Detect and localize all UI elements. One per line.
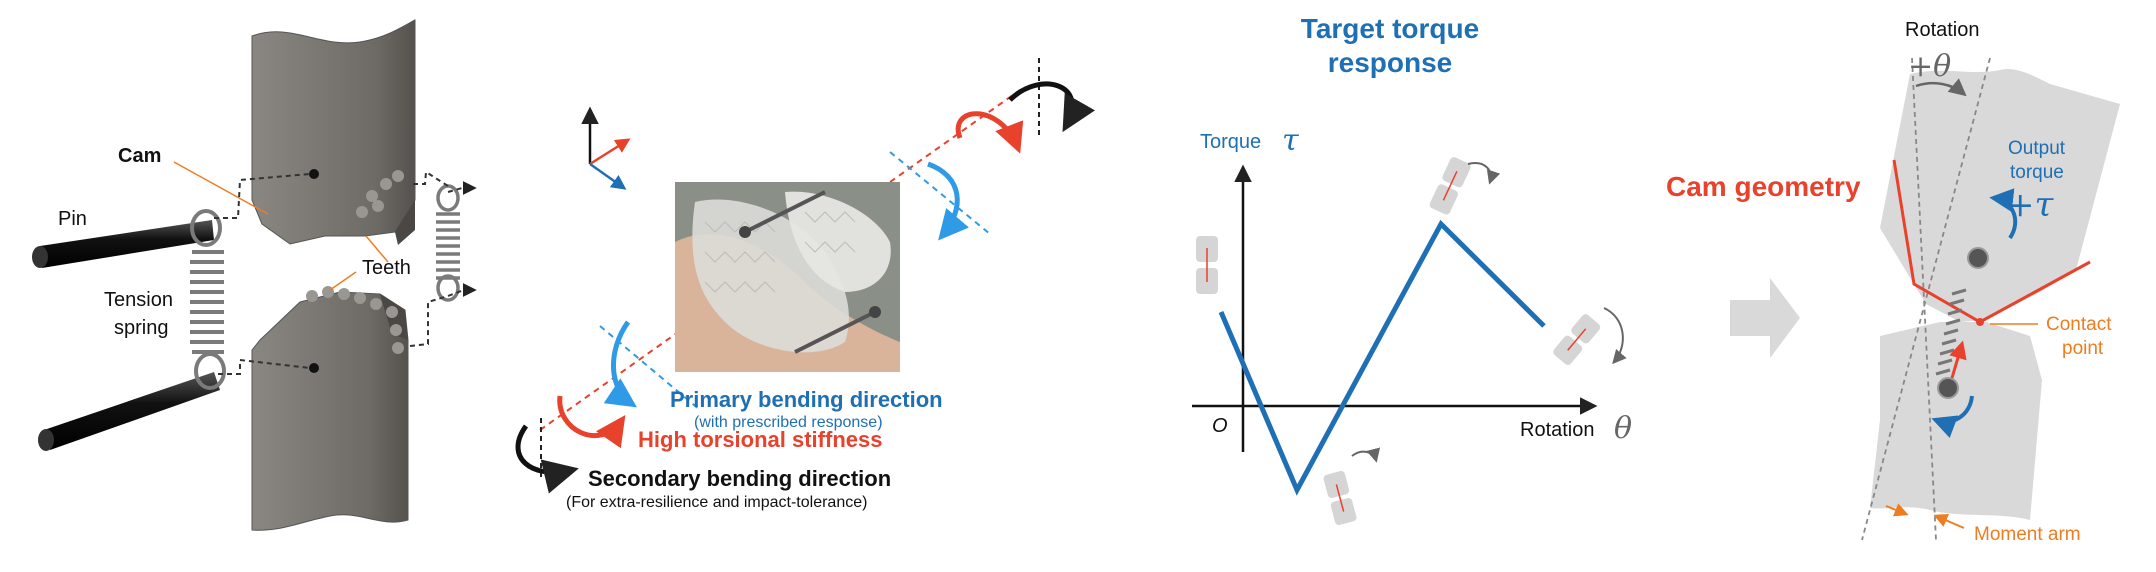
- cam-icon-right: [1553, 314, 1601, 365]
- spring-icon: [1935, 288, 1967, 376]
- primary-bending-sub: (with prescribed response): [694, 414, 883, 431]
- big-arrow-icon: [1730, 278, 1800, 358]
- joint-photo: [675, 182, 900, 372]
- tension-spring-left: [190, 209, 226, 390]
- upper-cam: [251, 19, 416, 245]
- secondary-bending-title: Secondary bending direction: [588, 466, 891, 491]
- upper-pivot: [1967, 247, 1989, 269]
- cam-icon-peak: [1429, 157, 1471, 215]
- label-tension-line2: spring: [114, 317, 168, 339]
- cam-profile-line: [1892, 159, 2091, 324]
- panel-c-torque-chart: Target torque response Torque τ Rotation…: [1192, 13, 1632, 526]
- output-torque-line2: torque: [2010, 162, 2064, 183]
- label-tension-line1: Tension: [104, 289, 173, 311]
- tension-spring-right: [436, 184, 460, 302]
- x-axis-label: Rotation: [1520, 419, 1595, 441]
- upper-pin: [32, 220, 214, 268]
- secondary-arrow-bottom: [515, 424, 579, 494]
- lower-pivot: [1937, 377, 1959, 399]
- contact-point-line2: point: [2062, 338, 2104, 359]
- moment-arm-label: Moment arm: [1974, 524, 2081, 545]
- rotation-symbol: +θ: [1908, 49, 1951, 84]
- chart-title-line2: response: [1328, 47, 1453, 78]
- label-cam: Cam: [118, 145, 161, 167]
- torsion-arrow-bottom: [557, 395, 626, 449]
- panel-b-bending: Primary bending direction (with prescrib…: [515, 58, 1096, 511]
- torque-curve: [1218, 219, 1546, 496]
- label-pin: Pin: [58, 208, 87, 230]
- cam-icon-left: [1196, 236, 1218, 294]
- panel-a-mechanism: Cam Pin Teeth Tension spring: [32, 19, 477, 531]
- cam-geometry-label: Cam geometry: [1666, 171, 1861, 202]
- cam-icon-bottom: [1323, 470, 1357, 526]
- secondary-arrow-top: [1008, 81, 1096, 133]
- panel-d-cam-geometry: Rotation +θ Output torque +τ Cam geometr…: [1666, 19, 2120, 545]
- rotation-label: Rotation: [1905, 19, 1980, 41]
- label-teeth: Teeth: [362, 257, 411, 279]
- contact-point-dot: [1976, 318, 1984, 326]
- torsion-arrow-top: [955, 111, 1024, 154]
- x-axis-symbol: θ: [1614, 411, 1632, 446]
- contact-point-line1: Contact: [2046, 314, 2112, 335]
- output-torque-symbol: +τ: [2006, 185, 2054, 225]
- primary-bending-title: Primary bending direction: [670, 387, 943, 412]
- y-axis-symbol: τ: [1282, 123, 1299, 158]
- bending-arrow-bottom: [603, 320, 637, 408]
- lower-cam: [251, 291, 409, 531]
- axes-icon: [581, 106, 631, 190]
- bending-arrow-top: [927, 161, 970, 241]
- origin-label: O: [1212, 415, 1228, 437]
- output-torque-line1: Output: [2008, 138, 2066, 159]
- lower-pin: [38, 372, 220, 451]
- torsional-stiffness: High torsional stiffness: [638, 427, 882, 452]
- y-axis-label: Torque: [1200, 131, 1261, 153]
- chart-title-line1: Target torque: [1301, 13, 1479, 44]
- secondary-bending-sub: (For extra-resilience and impact-toleran…: [566, 494, 867, 511]
